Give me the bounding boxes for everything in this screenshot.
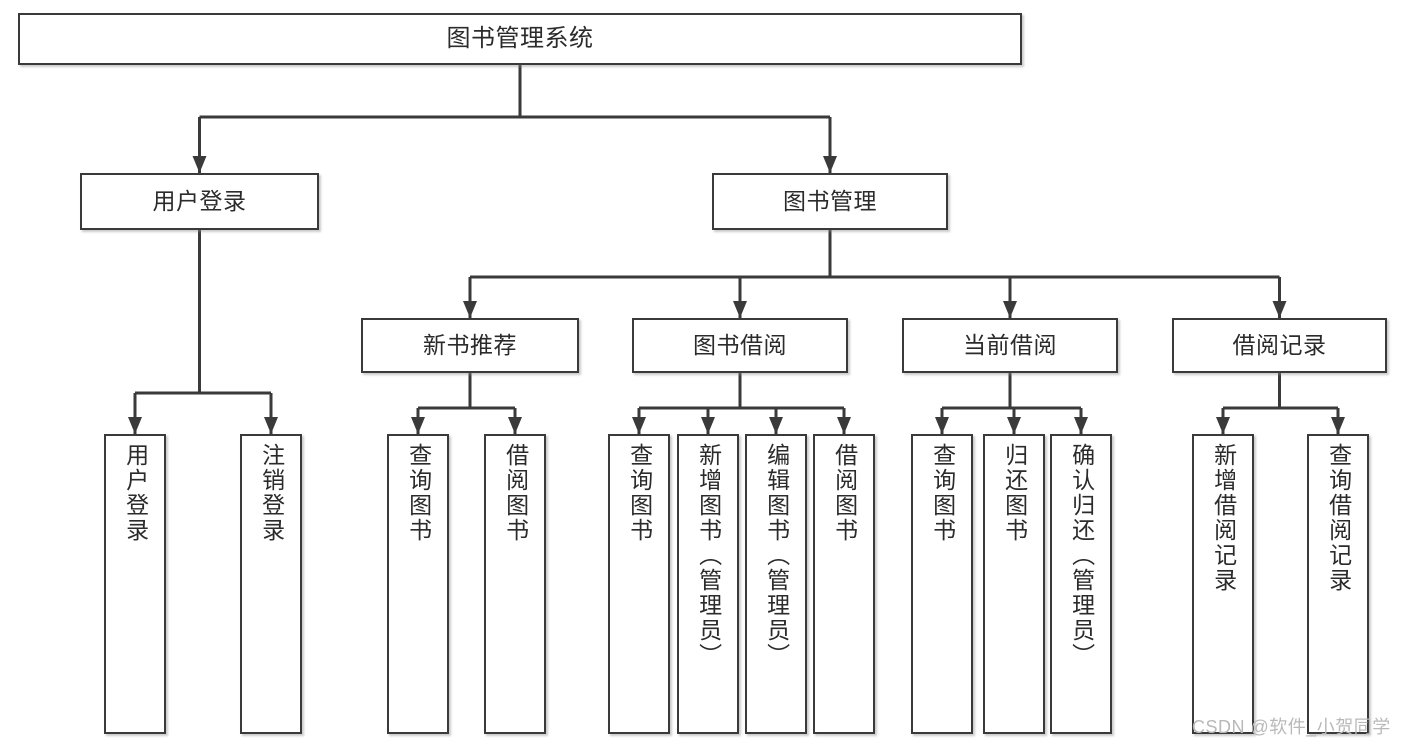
node-root[interactable]: 图书管理系统 — [18, 13, 1022, 65]
node-leaf-edit-book[interactable]: 编辑图书（管理员） — [745, 434, 807, 734]
node-leaf-borrow-book-1[interactable]: 借阅图书 — [484, 434, 546, 734]
node-label: 查询图书 — [929, 443, 956, 543]
node-label: 新增图书（管理员） — [695, 443, 722, 668]
node-book-borrow[interactable]: 图书借阅 — [632, 318, 848, 373]
node-user-login[interactable]: 用户登录 — [80, 173, 319, 230]
node-label: 图书管理系统 — [446, 24, 594, 52]
node-label: 借阅记录 — [1232, 331, 1327, 358]
node-label: 当前借阅 — [963, 331, 1057, 358]
node-leaf-confirm-return[interactable]: 确认归还（管理员） — [1050, 434, 1112, 734]
node-borrow-record[interactable]: 借阅记录 — [1172, 318, 1387, 373]
node-label: 编辑图书（管理员） — [763, 443, 790, 668]
node-leaf-query-book-3[interactable]: 查询图书 — [911, 434, 973, 734]
watermark: CSDN @软件_小贺同学 — [1192, 717, 1391, 737]
node-label: 图书管理 — [783, 187, 877, 214]
node-leaf-query-book-2[interactable]: 查询图书 — [608, 434, 670, 734]
node-label: 注销登录 — [258, 443, 285, 543]
node-leaf-return-book[interactable]: 归还图书 — [983, 434, 1045, 734]
node-book-manage[interactable]: 图书管理 — [712, 173, 948, 230]
node-leaf-user-login[interactable]: 用户登录 — [104, 434, 166, 734]
node-label: 用户登录 — [122, 443, 149, 543]
node-current-borrow[interactable]: 当前借阅 — [902, 318, 1118, 373]
node-label: 归还图书 — [1001, 443, 1028, 543]
node-label: 查询图书 — [405, 443, 432, 543]
node-leaf-logout[interactable]: 注销登录 — [240, 434, 302, 734]
node-label: 图书借阅 — [693, 331, 787, 358]
node-label: 借阅图书 — [831, 443, 858, 543]
node-leaf-query-book-1[interactable]: 查询图书 — [387, 434, 449, 734]
node-label: 新增借阅记录 — [1210, 443, 1237, 593]
node-leaf-query-record[interactable]: 查询借阅记录 — [1307, 434, 1369, 734]
node-label: 查询图书 — [626, 443, 653, 543]
node-leaf-borrow-book-2[interactable]: 借阅图书 — [813, 434, 875, 734]
node-label: 用户登录 — [152, 187, 247, 214]
node-leaf-add-book[interactable]: 新增图书（管理员） — [677, 434, 739, 734]
node-label: 借阅图书 — [502, 443, 529, 543]
node-label: 新书推荐 — [423, 331, 517, 358]
node-label: 确认归还（管理员） — [1068, 443, 1095, 668]
node-leaf-add-record[interactable]: 新增借阅记录 — [1192, 434, 1254, 734]
node-label: 查询借阅记录 — [1325, 443, 1352, 593]
node-new-book-rec[interactable]: 新书推荐 — [361, 318, 579, 373]
